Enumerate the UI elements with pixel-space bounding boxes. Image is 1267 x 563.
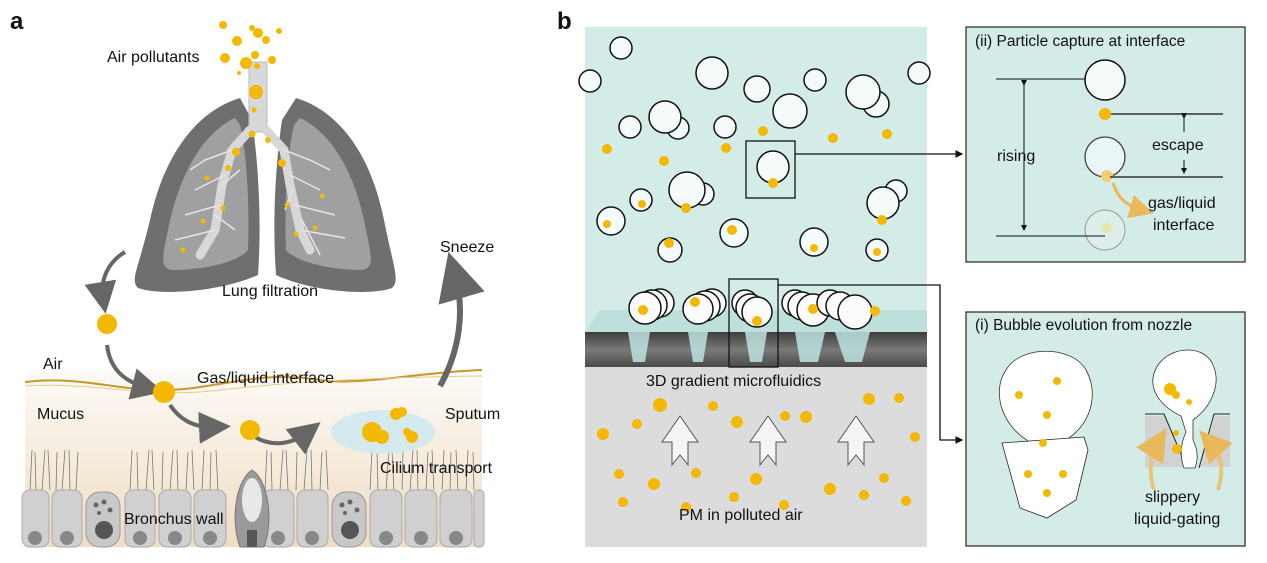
- label-bronchus-wall: Bronchus wall: [124, 511, 224, 528]
- rising-bubbles: [578, 36, 931, 263]
- label-rising: rising: [997, 148, 1036, 165]
- mucous-gland-cell: [234, 469, 270, 548]
- label-interface: interface: [1153, 217, 1215, 234]
- arrow-to-particle: [84, 250, 127, 314]
- label-microfluidics: 3D gradient microfluidics: [646, 373, 822, 390]
- label-air: Air: [43, 356, 63, 373]
- goblet-cell: [85, 491, 121, 548]
- particles-panel-a: [97, 21, 418, 444]
- nozzle-bubbles: [628, 288, 873, 330]
- label-pm-in-polluted-air: PM in polluted air: [679, 507, 803, 524]
- label-escape: escape: [1152, 137, 1204, 154]
- arrow-to-sputum: [253, 422, 321, 455]
- zoom-box-bubble: [745, 140, 796, 199]
- label-sputum: Sputum: [445, 406, 501, 423]
- lungs-illustration: [134, 61, 396, 292]
- cilia: [29, 449, 475, 491]
- epithelial-cells: [21, 489, 485, 548]
- inset-bubble-evolution: [965, 311, 1246, 547]
- goblet-cell: [331, 491, 367, 548]
- label-cilium-transport: Cilium transport: [380, 460, 493, 477]
- airflow-arrows: [661, 415, 875, 467]
- label-sneeze: Sneeze: [440, 239, 495, 256]
- label-slippery: slippery: [1145, 489, 1201, 506]
- label-liquid-gating: liquid-gating: [1134, 511, 1221, 528]
- label-mucus: Mucus: [37, 406, 85, 423]
- arrow-into-mucus: [168, 403, 231, 444]
- label-lung-filtration: Lung filtration: [222, 283, 319, 300]
- panel-b-letter: b: [557, 8, 572, 35]
- falling-particle: [97, 314, 117, 334]
- label-gas-liquid: gas/liquid: [1148, 195, 1216, 212]
- label-air-pollutants: Air pollutants: [107, 49, 200, 66]
- label-gas-liquid-interface: Gas/liquid interface: [197, 370, 334, 387]
- interface-particle: [153, 381, 175, 403]
- sneeze-arrow: [437, 251, 485, 388]
- mucus-particle: [240, 420, 260, 440]
- inset-ii-title: (ii) Particle capture at interface: [975, 33, 1186, 50]
- particles-panel-b: [597, 126, 920, 512]
- inset-i-title: (i) Bubble evolution from nozzle: [975, 317, 1193, 334]
- arrow-to-interface: [105, 344, 164, 400]
- zoom-box-nozzle: [728, 278, 779, 368]
- inset-particle-capture: [965, 26, 1246, 263]
- panel-a-letter: a: [10, 8, 24, 35]
- airway-cross-section: [21, 369, 485, 548]
